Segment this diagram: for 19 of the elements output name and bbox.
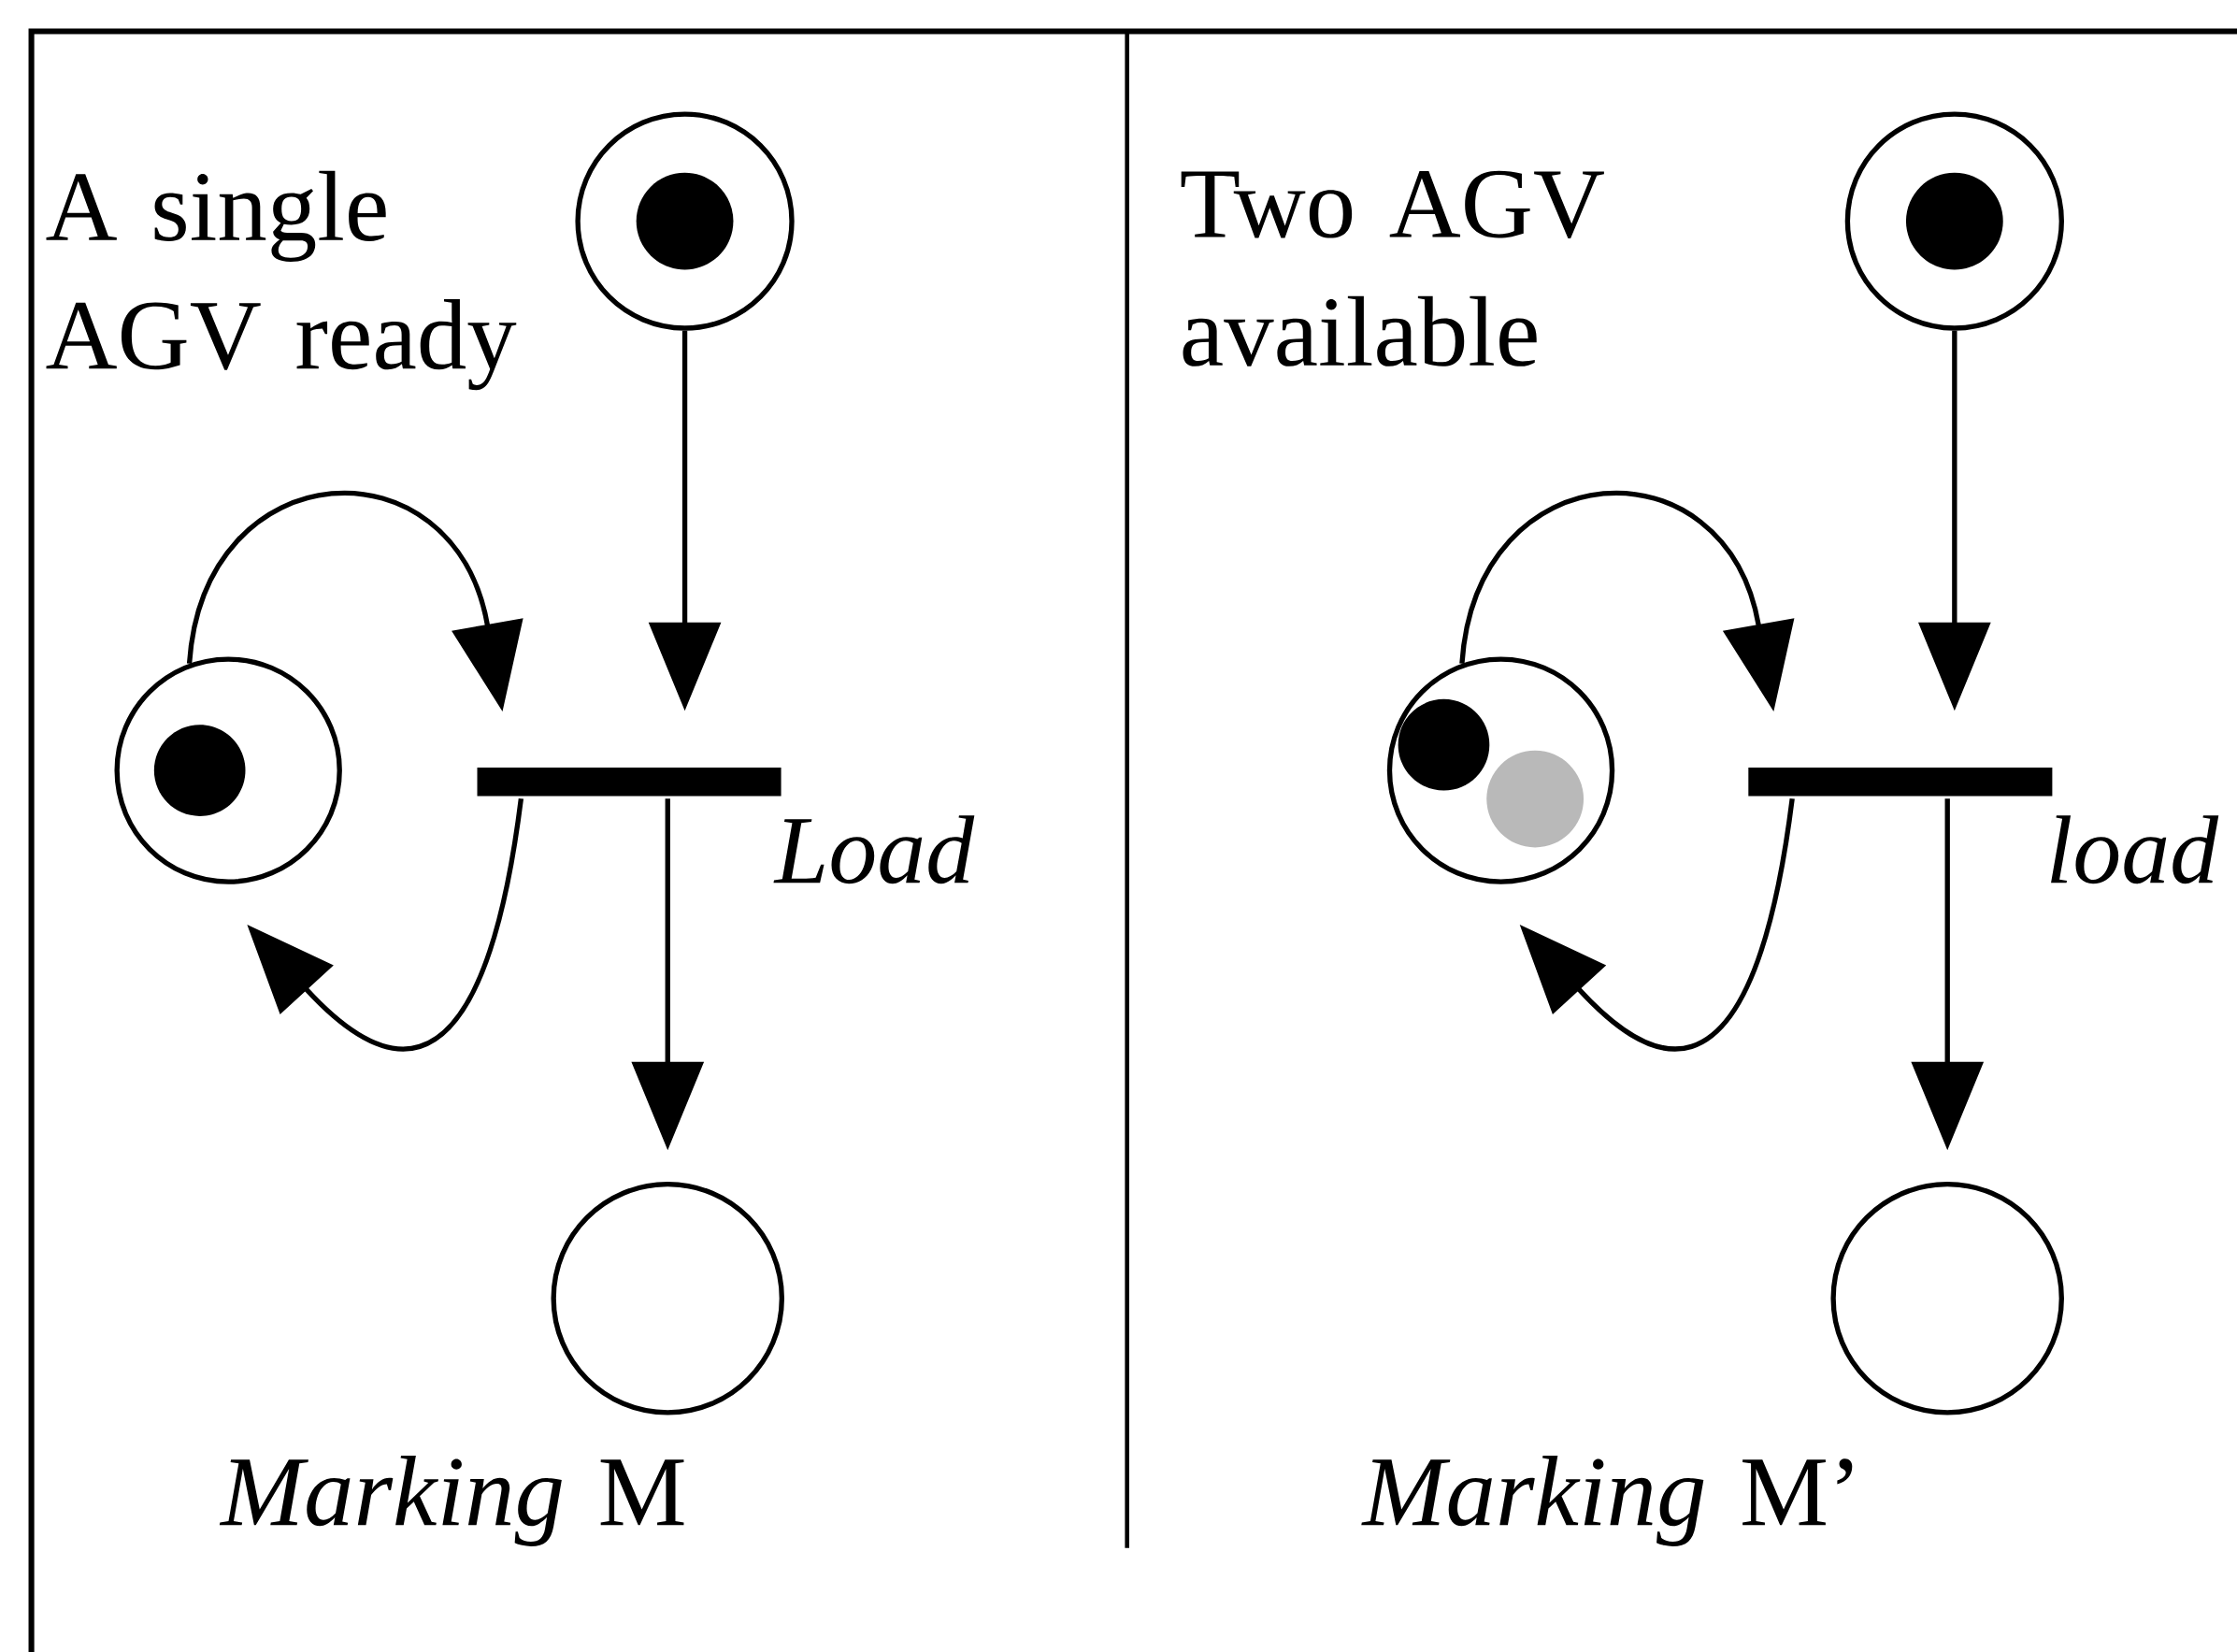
token-dot	[153, 725, 246, 816]
plain-text: Two AGV available	[1181, 170, 1604, 366]
place-circle	[1386, 656, 1615, 884]
transition-bar	[477, 767, 782, 797]
place-circle	[1844, 111, 2064, 331]
place-circle	[551, 1181, 784, 1415]
place-circle	[1830, 1181, 2064, 1415]
transition-label: Load	[773, 815, 975, 884]
caption-text: Marking M’	[1361, 1455, 1853, 1546]
place-circle	[575, 111, 795, 331]
token-dot	[1486, 750, 1585, 848]
place-circle	[114, 656, 342, 884]
plain-text: A single AGV ready	[46, 170, 517, 391]
token-dot	[1398, 698, 1490, 791]
token-dot	[1905, 172, 2003, 270]
transition-label: load	[2051, 815, 2219, 884]
transition-bar	[1748, 767, 2053, 797]
token-dot	[636, 172, 734, 270]
caption-text: Marking M	[219, 1455, 684, 1546]
